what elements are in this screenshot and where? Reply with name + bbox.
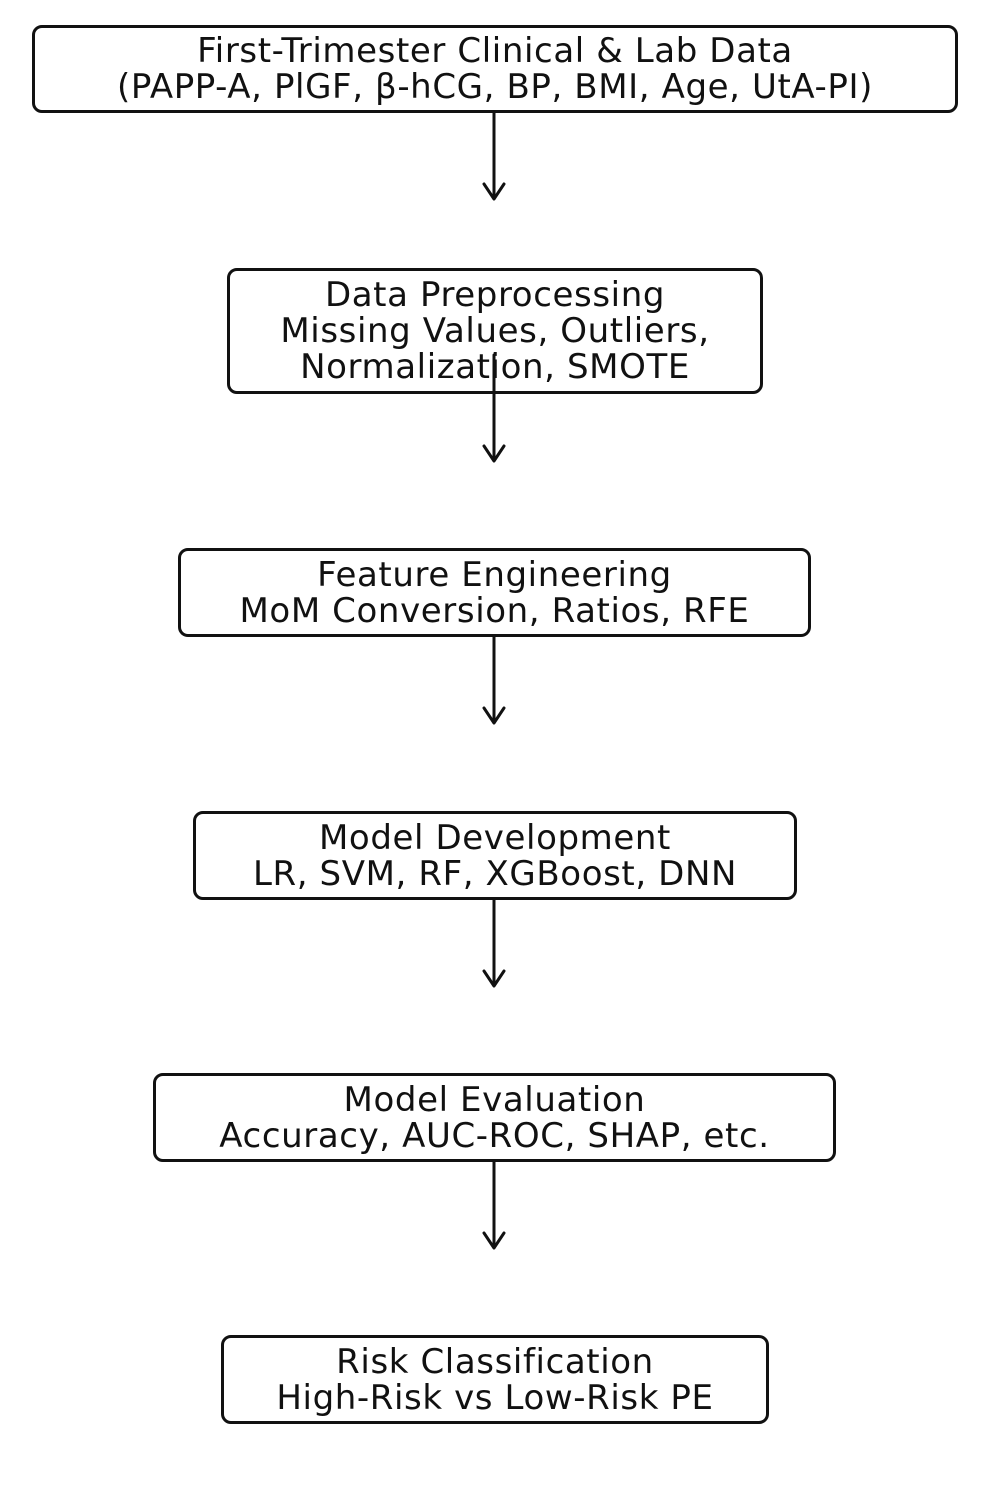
step-detail: Normalization, SMOTE [300, 347, 690, 387]
step-title: Data Preprocessing [324, 275, 666, 315]
arrow-2-to-3 [482, 353, 506, 463]
arrow-5-to-6 [482, 1160, 506, 1250]
step-data-preprocessing: Data Preprocessing Missing Values, Outli… [227, 268, 763, 394]
step-risk-classification: Risk Classification High-Risk vs Low-Ris… [221, 1335, 769, 1424]
step-model-evaluation: Model Evaluation Accuracy, AUC-ROC, SHAP… [153, 1073, 836, 1162]
step-title: First-Trimester Clinical & Lab Data [197, 31, 793, 71]
step-detail: LR, SVM, RF, XGBoost, DNN [252, 853, 738, 894]
step-detail: MoM Conversion, Ratios, RFE [239, 590, 750, 631]
step-feature-engineering: Feature Engineering MoM Conversion, Rati… [178, 548, 811, 637]
step-data-collection: First-Trimester Clinical & Lab Data (PAP… [32, 25, 958, 113]
step-detail: High-Risk vs Low-Risk PE [276, 1377, 714, 1418]
arrow-1-to-2 [482, 111, 506, 201]
step-detail: (PAPP-A, PlGF, β-hCG, BP, BMI, Age, UtA-… [117, 67, 873, 107]
step-title: Risk Classification [336, 1341, 654, 1382]
step-detail: Missing Values, Outliers, [280, 311, 710, 351]
arrow-3-to-4 [482, 635, 506, 725]
step-title: Model Evaluation [343, 1079, 646, 1120]
step-detail: Accuracy, AUC-ROC, SHAP, etc. [219, 1115, 770, 1156]
step-title: Model Development [319, 817, 671, 858]
arrow-4-to-5 [482, 898, 506, 988]
step-title: Feature Engineering [317, 554, 672, 595]
step-model-development: Model Development LR, SVM, RF, XGBoost, … [193, 811, 797, 900]
